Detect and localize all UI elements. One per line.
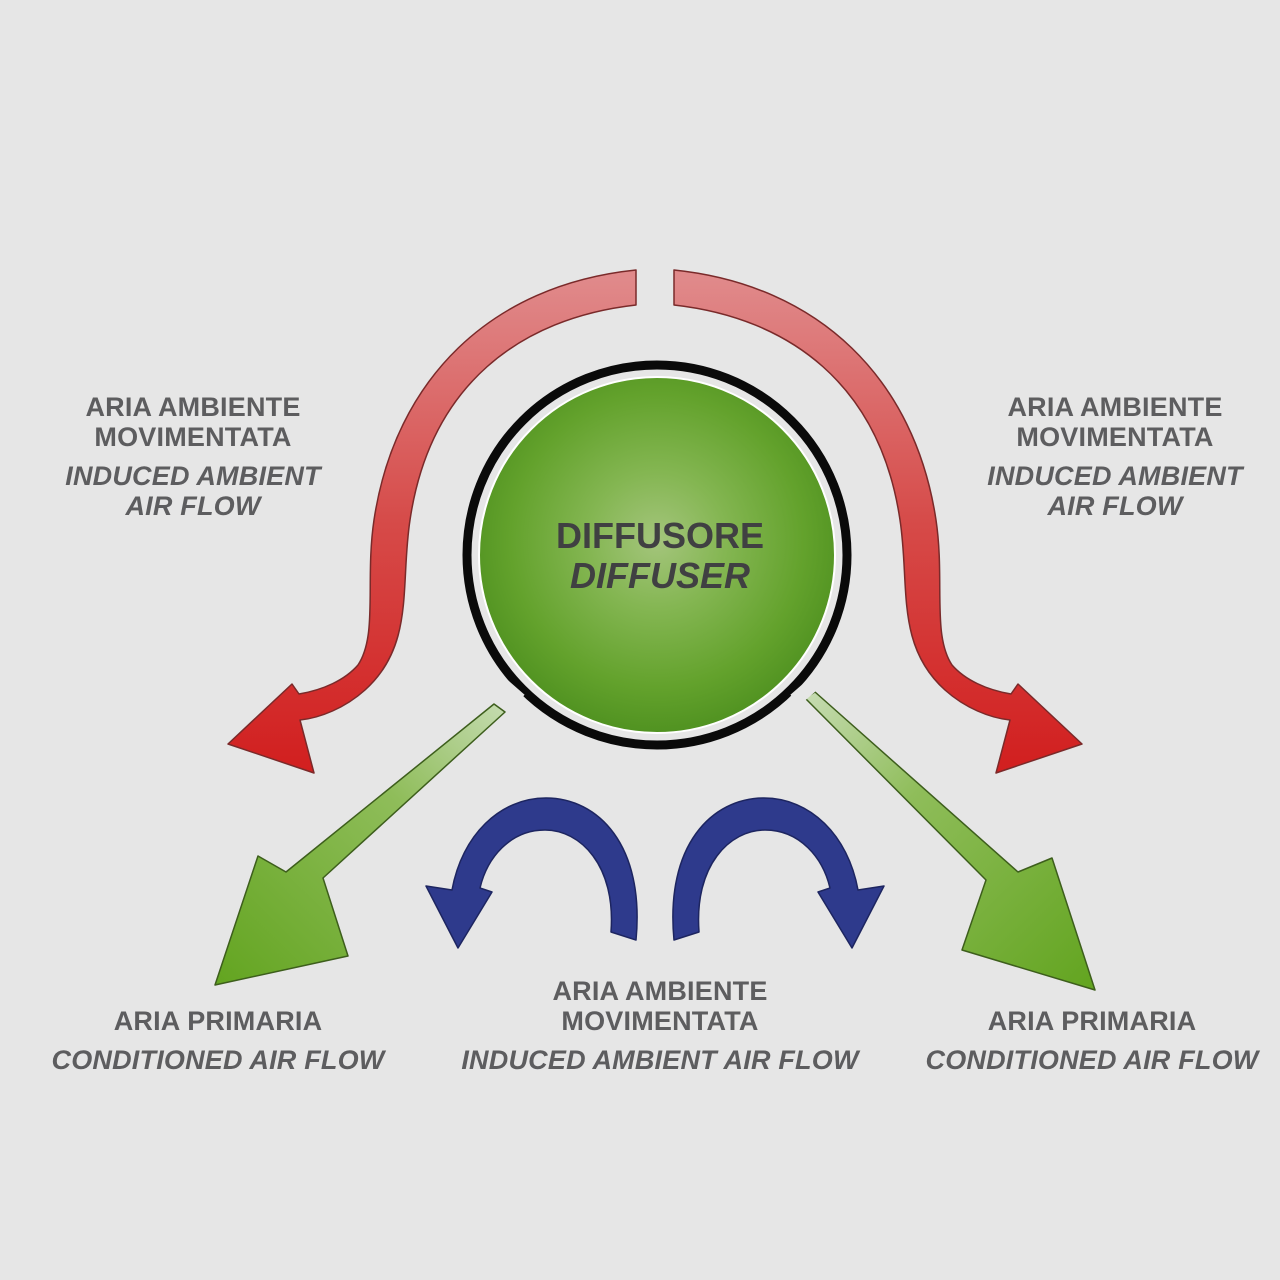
bottom-left-primary-label: ARIA PRIMARIA CONDITIONED AIR FLOW [38, 1006, 398, 1075]
induced-air-arrow-left-icon [227, 269, 637, 774]
diffuser-title-en: DIFFUSER [570, 555, 750, 596]
diffuser-ring [462, 360, 852, 750]
upper-right-line2: MOVIMENTATA [1016, 422, 1214, 452]
primary-air-arrow-right-icon [804, 691, 1096, 991]
bottom-center-line2: MOVIMENTATA [561, 1006, 759, 1036]
bottom-right-line1: ARIA PRIMARIA [987, 1006, 1197, 1036]
upper-left-line2: MOVIMENTATA [94, 422, 292, 452]
diffuser-title-it: DIFFUSORE [555, 515, 764, 556]
upper-left-line4: AIR FLOW [125, 491, 261, 521]
primary-air-arrow-left-icon [214, 703, 506, 986]
upper-left-line3: INDUCED AMBIENT [65, 461, 321, 491]
bottom-center-line3: INDUCED AMBIENT AIR FLOW [461, 1045, 859, 1075]
diffuser-ball [478, 376, 836, 734]
bottom-right-primary-label: ARIA PRIMARIA CONDITIONED AIR FLOW [910, 1006, 1274, 1075]
upper-right-line4: AIR FLOW [1047, 491, 1183, 521]
upper-right-induced-label: ARIA AMBIENTE MOVIMENTATA INDUCED AMBIEN… [960, 392, 1270, 521]
upper-right-line1: ARIA AMBIENTE [1007, 392, 1223, 422]
bottom-center-line1: ARIA AMBIENTE [552, 976, 768, 1006]
upper-left-induced-label: ARIA AMBIENTE MOVIMENTATA INDUCED AMBIEN… [38, 392, 348, 521]
induced-air-arrow-right-icon [673, 269, 1083, 774]
diffuser-label: DIFFUSORE DIFFUSER [480, 516, 840, 596]
induced-air-circular-arrow-right-icon [672, 797, 885, 949]
upper-left-line1: ARIA AMBIENTE [85, 392, 301, 422]
bottom-left-line2: CONDITIONED AIR FLOW [51, 1045, 385, 1075]
bottom-center-induced-label: ARIA AMBIENTE MOVIMENTATA INDUCED AMBIEN… [440, 976, 880, 1075]
diffuser [462, 360, 852, 750]
bottom-left-line1: ARIA PRIMARIA [113, 1006, 323, 1036]
induced-air-circular-arrow-left-icon [425, 797, 638, 949]
bottom-right-line2: CONDITIONED AIR FLOW [925, 1045, 1259, 1075]
upper-right-line3: INDUCED AMBIENT [987, 461, 1243, 491]
